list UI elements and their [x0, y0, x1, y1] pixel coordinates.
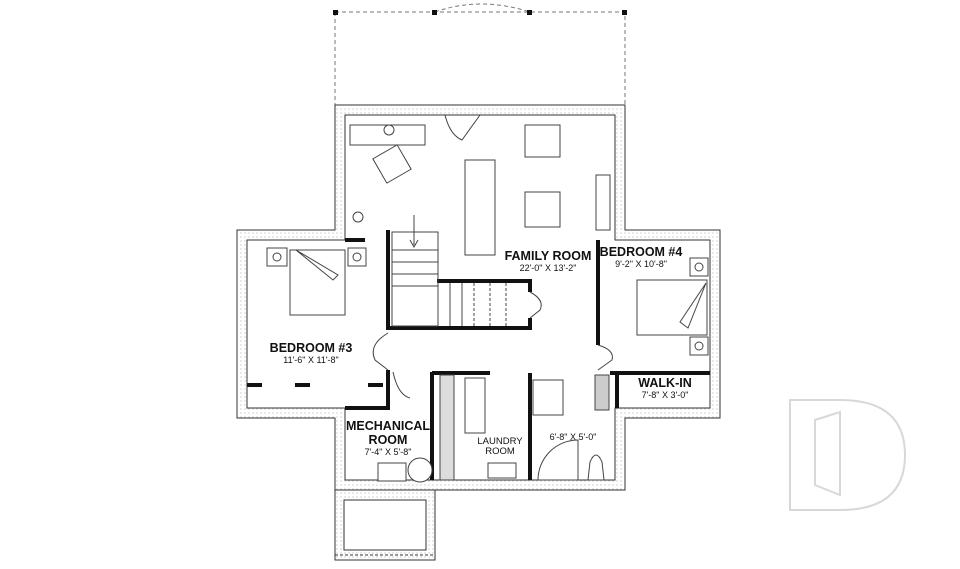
room-dimensions: 7'-8" X 3'-0" [641, 389, 689, 400]
room-name-line1: MECHANICAL [345, 419, 431, 433]
interior-floor [246, 114, 711, 481]
room-dimensions: 6'-8" X 5'-0" [549, 432, 597, 442]
room-name-line2: ROOM [368, 432, 408, 447]
laundry-room-label: LAUNDRY ROOM [477, 436, 523, 458]
doors [372, 114, 613, 399]
room-name: BEDROOM #3 [269, 341, 353, 355]
room-dimensions: 22'-0" X 13'-2" [519, 262, 577, 273]
watermark-logo [789, 399, 907, 511]
family-room-label: FAMILY ROOM 22'-0" X 13'-2" [504, 249, 592, 274]
room-name: WALK-IN [638, 376, 692, 390]
mechanical-room-label: MECHANICAL ROOM 7'-4" X 5'-8" [345, 419, 431, 457]
room-dimensions: 7'-4" X 5'-8" [364, 446, 412, 457]
interior-walls [247, 230, 710, 480]
bedroom4-label: BEDROOM #4 9'-2" X 10'-8" [599, 245, 683, 270]
room-name: BEDROOM #4 [599, 245, 683, 259]
deck-outline [334, 3, 626, 105]
room-name-line2: ROOM [485, 446, 515, 458]
exterior-stair [334, 489, 436, 561]
room-dimensions: 9'-2" X 10'-8" [615, 258, 667, 269]
room-name-line1: LAUNDRY [477, 436, 523, 447]
bathroom-label: 6'-8" X 5'-0" [549, 432, 597, 443]
walkin-label: WALK-IN 7'-8" X 3'-0" [638, 376, 692, 401]
room-dimensions: 11'-6" X 11'-8" [283, 354, 339, 365]
stairs [391, 215, 507, 327]
room-name: FAMILY ROOM [504, 249, 592, 263]
deck-posts [333, 10, 627, 15]
furniture [266, 124, 709, 483]
bedroom3-label: BEDROOM #3 11'-6" X 11'-8" [269, 341, 353, 366]
